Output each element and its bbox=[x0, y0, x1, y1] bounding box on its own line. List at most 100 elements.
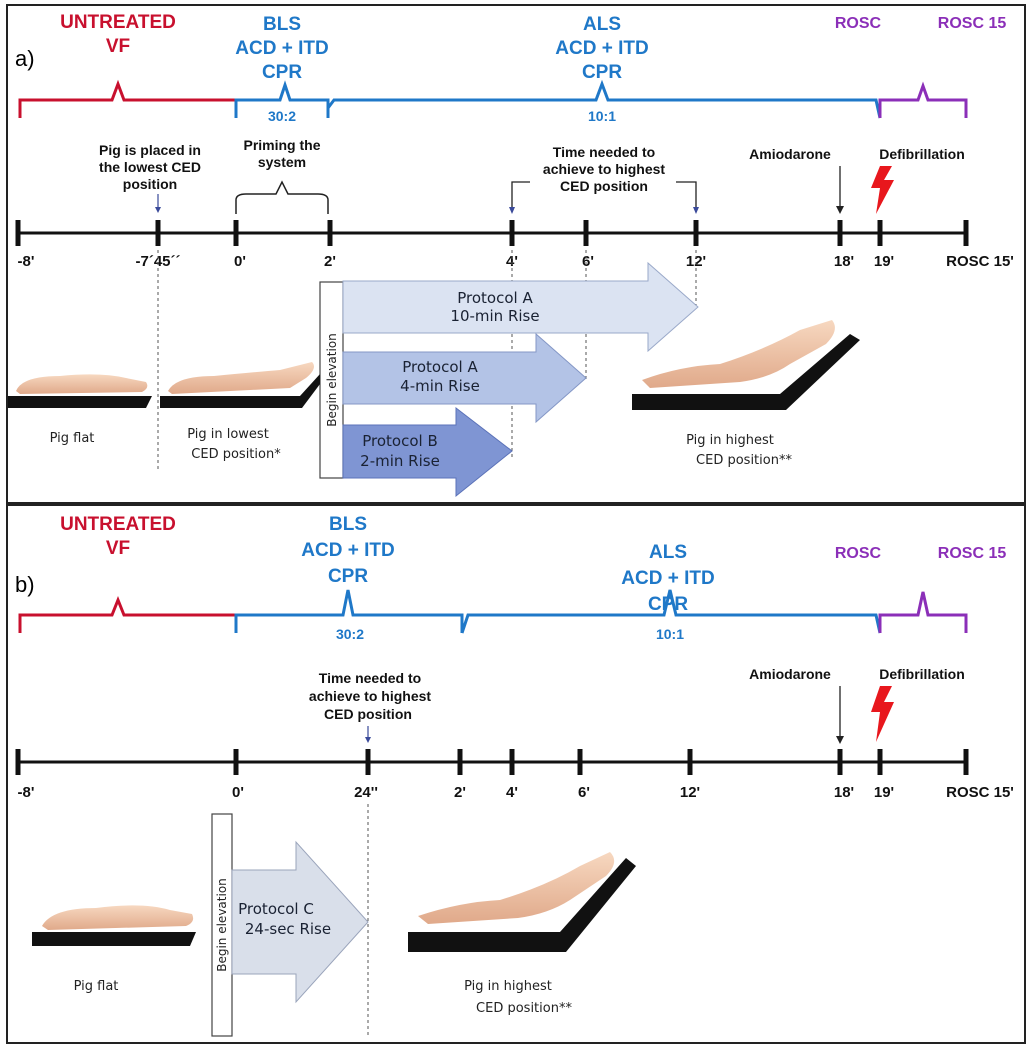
caption-pig-lowest-a-2: CED position* bbox=[191, 447, 281, 462]
protocol-a-10min-arrow bbox=[342, 261, 699, 353]
tick-label-a-1: -7´45´´ bbox=[135, 253, 180, 270]
tick-label-b-0: -8' bbox=[18, 784, 35, 801]
als-brace-b bbox=[460, 589, 882, 634]
protocol-a-4min-arrow bbox=[342, 332, 587, 424]
time-needed-note-b-1: Time needed to bbox=[319, 670, 421, 686]
als-header-b: ALS bbox=[649, 542, 687, 563]
bls-acd-itd-b: ACD + ITD bbox=[301, 540, 394, 561]
bls-cpr: CPR bbox=[262, 62, 302, 83]
rosc15-header-b: ROSC 15 bbox=[938, 545, 1007, 562]
bls-header-b: BLS bbox=[329, 514, 367, 535]
protocol-c-arrow bbox=[231, 840, 369, 1004]
tick-label-a-2: 0' bbox=[234, 253, 246, 270]
bls-rate-b: 30:2 bbox=[336, 626, 364, 642]
tick-label-b-1: 0' bbox=[232, 784, 244, 801]
tick-label-b-9: ROSC 15' bbox=[946, 784, 1014, 801]
time-bracket-right-head bbox=[693, 207, 699, 214]
time-bracket-left-head bbox=[509, 207, 515, 214]
bls-rate: 30:2 bbox=[268, 108, 296, 124]
timeline-a-ticks bbox=[15, 220, 969, 246]
bls-cpr-b: CPR bbox=[328, 566, 368, 587]
begin-elevation-label-b: Begin elevation bbox=[215, 878, 229, 972]
panel-b-border bbox=[6, 504, 1026, 1044]
time-needed-note-3: CED position bbox=[560, 178, 648, 194]
untreated-brace-b bbox=[18, 595, 238, 633]
bls-acd-itd: ACD + ITD bbox=[235, 38, 328, 59]
als-header: ALS bbox=[583, 14, 621, 35]
defibrillation-label: Defibrillation bbox=[879, 146, 965, 162]
rosc-header: ROSC bbox=[835, 15, 882, 32]
tick-label-b-8: 19' bbox=[874, 784, 894, 801]
untreated-header: UNTREATED bbox=[60, 12, 176, 33]
tick-label-b-7: 18' bbox=[834, 784, 854, 801]
untreated-header-b: UNTREATED bbox=[60, 514, 176, 535]
tick-label-a-5: 6' bbox=[582, 253, 594, 270]
panel-a: a) UNTREATED VF BLS ACD + ITD CPR ALS AC… bbox=[6, 4, 1026, 504]
caption-pig-flat-b: Pig flat bbox=[74, 979, 119, 994]
defibrillation-label-b: Defibrillation bbox=[879, 666, 965, 682]
protocol-a-10min-line2: 10-min Rise bbox=[450, 307, 539, 325]
vf-header-b: VF bbox=[106, 538, 130, 559]
timeline-a-labels: -8' -7´45´´ 0' 2' 4' 6' 12' 18' 19' ROSC… bbox=[18, 253, 1014, 270]
tick-label-a-6: 12' bbox=[686, 253, 706, 270]
tick-label-b-3: 2' bbox=[454, 784, 466, 801]
time-needed-note-b-2: achieve to highest bbox=[309, 688, 431, 704]
panel-a-border bbox=[6, 4, 1026, 504]
rosc-brace bbox=[878, 81, 968, 118]
vf-header: VF bbox=[106, 36, 130, 57]
als-acd-itd: ACD + ITD bbox=[555, 38, 648, 59]
tick-label-a-0: -8' bbox=[18, 253, 35, 270]
protocol-b-2min-line1: Protocol B bbox=[362, 432, 438, 450]
priming-note-2: system bbox=[258, 154, 306, 170]
pig-flat-illustration-b bbox=[32, 905, 196, 946]
als-brace bbox=[326, 79, 882, 119]
panel-b: b) UNTREATED VF BLS ACD + ITD CPR ALS AC… bbox=[6, 504, 1026, 1044]
tick-label-b-2: 24'' bbox=[354, 784, 378, 801]
time-needed-arrowhead-b bbox=[365, 737, 371, 743]
tick-label-a-9: ROSC 15' bbox=[946, 253, 1014, 270]
panel-b-label: b) bbox=[15, 572, 35, 597]
panel-a-label: a) bbox=[15, 46, 35, 71]
als-cpr: CPR bbox=[582, 62, 622, 83]
bls-brace-b bbox=[234, 589, 464, 633]
time-bracket-left bbox=[511, 181, 530, 212]
protocol-b-2min-arrow bbox=[342, 406, 513, 498]
pig-placed-arrowhead bbox=[155, 207, 161, 213]
begin-elevation-label-a: Begin elevation bbox=[325, 333, 339, 427]
als-acd-itd-b: ACD + ITD bbox=[621, 568, 714, 589]
als-rate-b: 10:1 bbox=[656, 626, 684, 642]
protocol-a-4min-line2: 4-min Rise bbox=[400, 377, 480, 395]
bls-brace bbox=[234, 80, 330, 118]
pig-placed-note-3: position bbox=[123, 176, 177, 192]
timeline-b-ticks bbox=[15, 749, 969, 775]
amiodarone-label: Amiodarone bbox=[749, 146, 831, 162]
time-bracket-right bbox=[676, 181, 697, 212]
caption-pig-highest-b-2: CED position** bbox=[476, 1001, 572, 1016]
time-needed-note-2: achieve to highest bbox=[543, 161, 665, 177]
tick-label-b-4: 4' bbox=[506, 784, 518, 801]
caption-pig-flat-a: Pig flat bbox=[50, 431, 95, 446]
untreated-brace bbox=[18, 79, 238, 118]
protocol-b-2min-line2: 2-min Rise bbox=[360, 452, 440, 470]
protocol-c-line1: Protocol C bbox=[238, 900, 314, 918]
tick-label-a-7: 18' bbox=[834, 253, 854, 270]
amiodarone-label-b: Amiodarone bbox=[749, 666, 831, 682]
pig-lowest-illustration-a bbox=[160, 362, 320, 408]
protocol-a-4min-line1: Protocol A bbox=[402, 358, 478, 376]
time-needed-note-1: Time needed to bbox=[553, 144, 655, 160]
pig-placed-note-1: Pig is placed in bbox=[99, 142, 201, 158]
amiodarone-arrowhead bbox=[836, 206, 844, 214]
timeline-b-labels: -8' 0' 24'' 2' 4' 6' 12' 18' 19' ROSC 15… bbox=[18, 784, 1014, 801]
pig-highest-illustration-a bbox=[632, 320, 860, 410]
lightning-icon-b bbox=[871, 686, 894, 742]
pig-flat-illustration-a bbox=[8, 374, 152, 408]
priming-note-1: Priming the bbox=[243, 137, 320, 153]
bls-header: BLS bbox=[263, 14, 301, 35]
tick-label-b-5: 6' bbox=[578, 784, 590, 801]
caption-pig-highest-a-1: Pig in highest bbox=[686, 433, 774, 448]
time-needed-note-b-3: CED position bbox=[324, 706, 412, 722]
pig-placed-note-2: the lowest CED bbox=[99, 159, 201, 175]
tick-label-a-8: 19' bbox=[874, 253, 894, 270]
caption-pig-lowest-a-1: Pig in lowest bbox=[187, 427, 269, 442]
